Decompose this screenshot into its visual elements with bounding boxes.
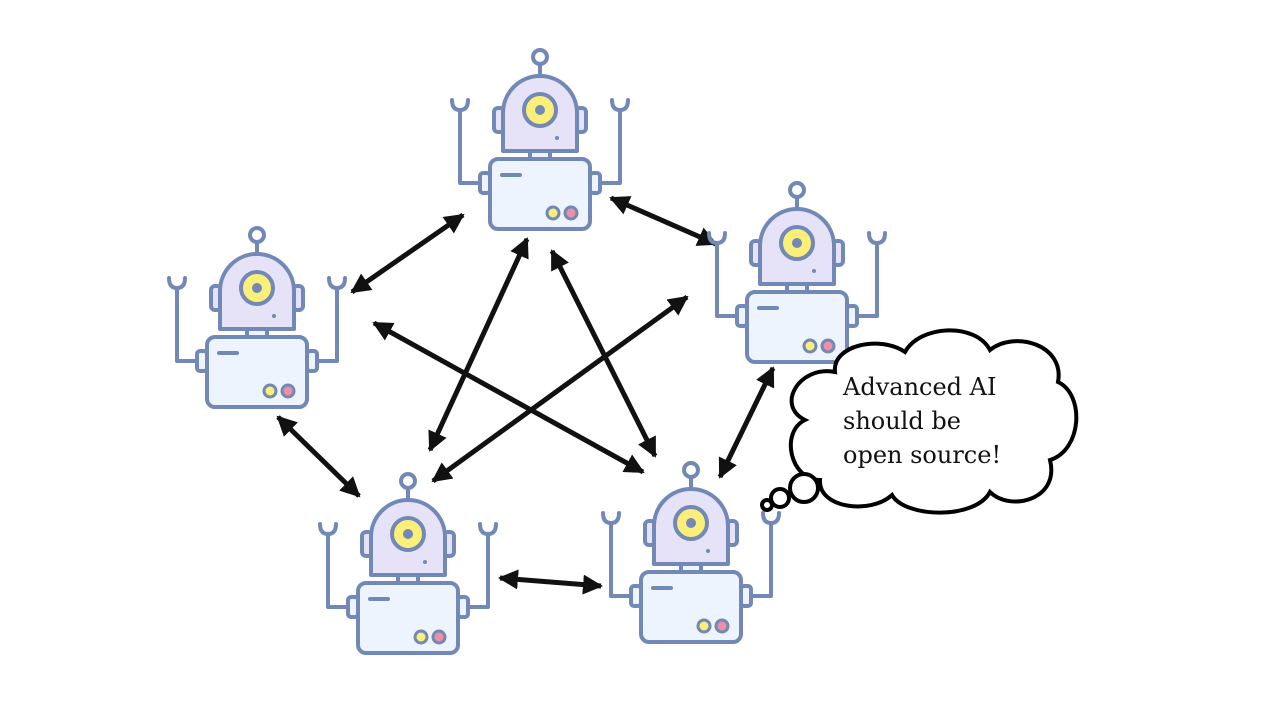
arrow-left-bottomleft	[276, 415, 361, 498]
robot-left-icon	[167, 226, 347, 409]
thought-line-1: Advanced AI	[843, 373, 997, 401]
arrow-top-bottomright	[549, 249, 658, 458]
arrow-top-bottomleft	[427, 237, 530, 452]
arrow-top-left	[350, 212, 465, 295]
robot-bottom-right-icon	[601, 461, 781, 644]
arrow-top-right	[609, 195, 718, 247]
thought-bubble-medium	[769, 487, 791, 509]
arrow-right-bottomleft	[431, 294, 689, 484]
arrow-right-bottomright	[717, 366, 776, 479]
robot-right-icon	[707, 181, 887, 364]
thought-line-3: open source!	[843, 441, 1002, 469]
thought-text: Advanced AI should be open source!	[843, 370, 1043, 472]
thought-bubble-large	[788, 472, 820, 504]
thought-cloud	[760, 328, 1079, 515]
thought-bubble-small	[760, 498, 774, 512]
thought-line-2: should be	[843, 407, 961, 435]
arrow-bottomleft-bottomright	[498, 569, 603, 595]
robot-top-icon	[450, 48, 630, 231]
robot-bottom-left-icon	[318, 472, 498, 655]
arrow-group	[276, 195, 776, 595]
thought-cloud-shape	[788, 328, 1079, 515]
arrow-left-bottomright	[372, 320, 645, 475]
